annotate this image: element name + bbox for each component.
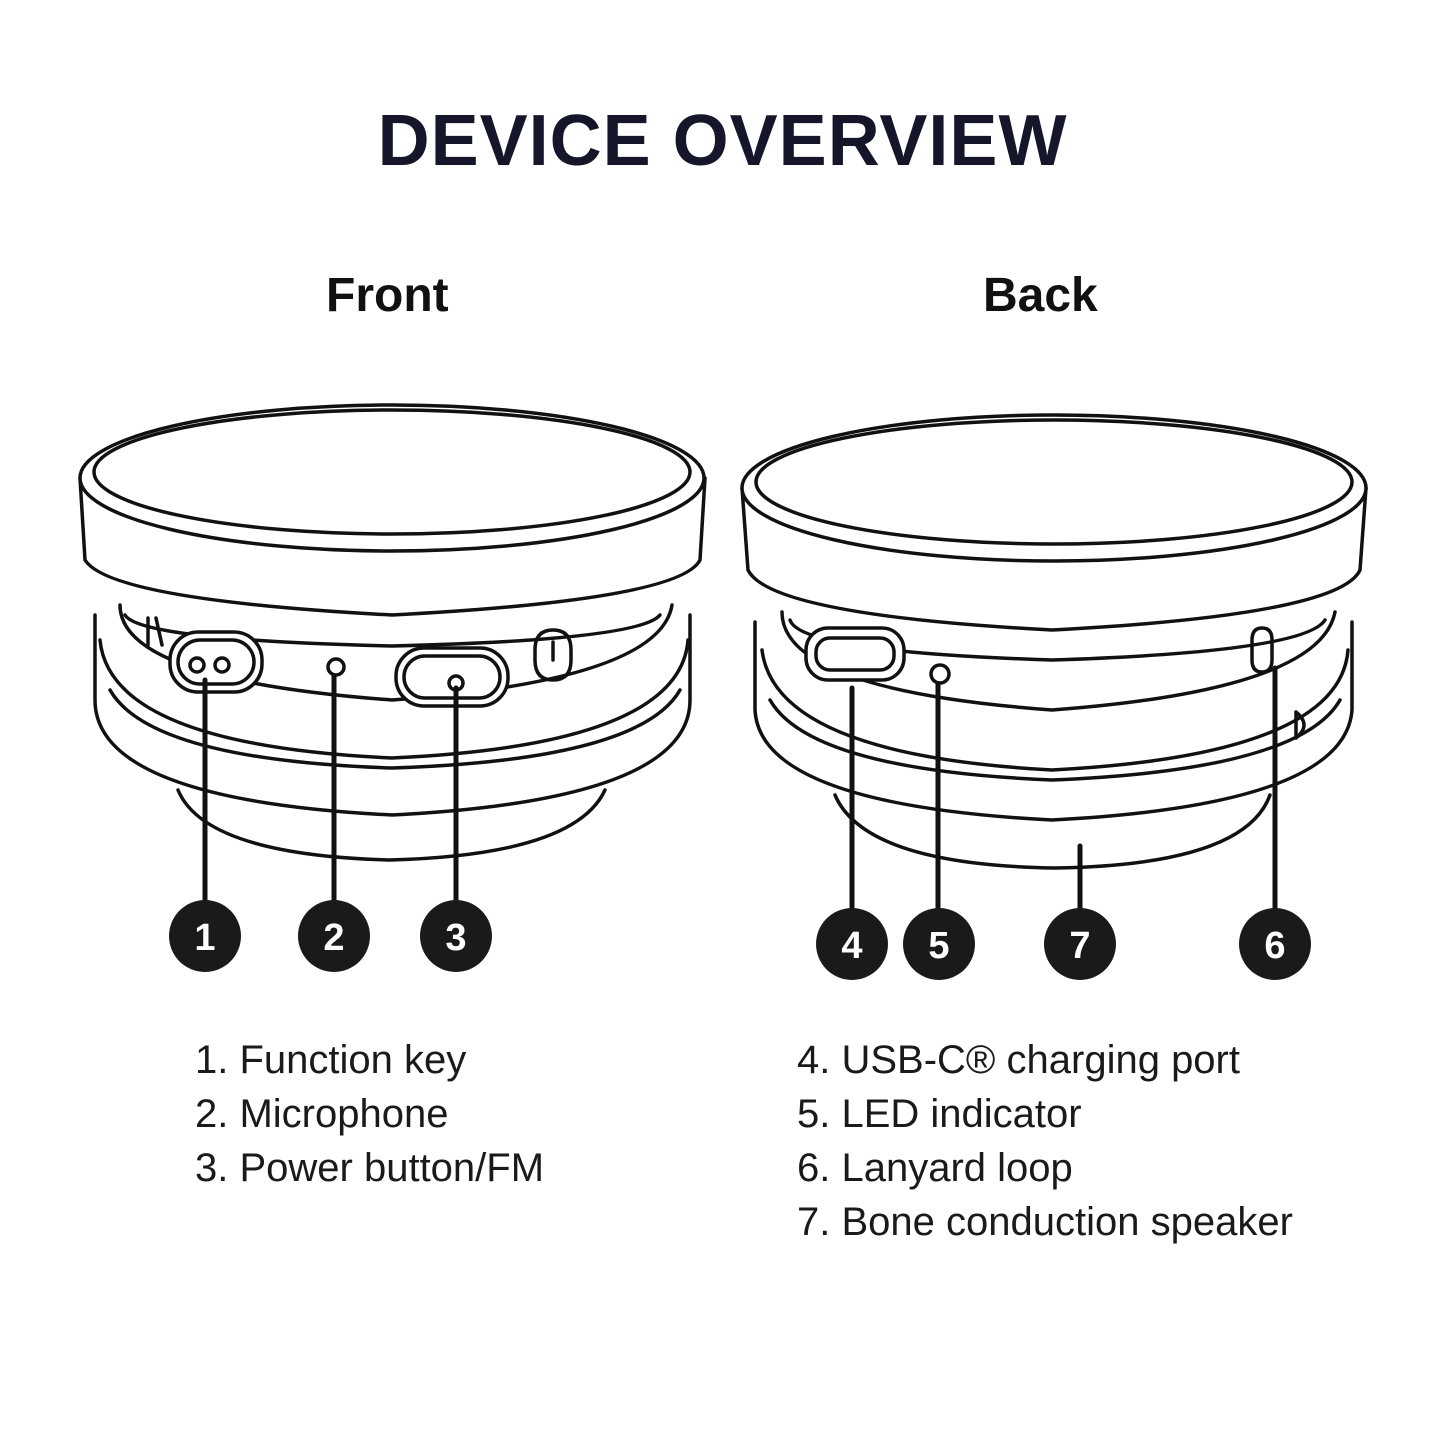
callout-badge-2: 2 [298, 900, 370, 972]
front-bottom-dome [176, 788, 607, 862]
back-lanyard-loop [1250, 626, 1274, 674]
front-housing-rim [98, 638, 690, 760]
svg-text:6: 6 [1264, 925, 1285, 967]
front-microphone-hole [326, 657, 346, 677]
back-led-indicator [929, 663, 951, 685]
front-top-cap-side [78, 476, 707, 617]
callout-badge-6: 6 [1239, 908, 1311, 980]
legend-item-led-indicator: 5. LED indicator [797, 1092, 1082, 1136]
back-device-drawing [740, 413, 1368, 915]
front-top-cap [78, 403, 706, 553]
page-title: DEVICE OVERVIEW [377, 101, 1068, 181]
back-bottom-dome [833, 793, 1272, 870]
front-view-title: Front [326, 269, 449, 322]
back-usb-c-port [804, 626, 906, 682]
legend-item-power-button: 3. Power button/FM [195, 1146, 545, 1190]
back-mark [1294, 710, 1306, 740]
callout-badge-5: 5 [903, 908, 975, 980]
back-top-cap-side [740, 486, 1368, 632]
svg-text:1: 1 [194, 917, 215, 959]
legend-item-bone-conduction-speaker: 7. Bone conduction speaker [797, 1200, 1293, 1244]
callout-badge-4: 4 [816, 908, 888, 980]
front-lower-housing [93, 613, 692, 817]
svg-text:5: 5 [928, 925, 949, 967]
legend-item-microphone: 2. Microphone [195, 1092, 449, 1136]
legend-item-usb-c-port: 4. USB-C® charging port [797, 1038, 1240, 1082]
back-top-cap [740, 413, 1368, 563]
callout-badge-1: 1 [169, 900, 241, 972]
back-lower-housing [753, 620, 1354, 822]
svg-text:7: 7 [1069, 925, 1090, 967]
front-inner-ring [118, 603, 674, 702]
callout-badge-7: 7 [1044, 908, 1116, 980]
back-legend: 4. USB-C® charging port 5. LED indicator… [797, 1033, 1293, 1249]
legend-item-function-key: 1. Function key [195, 1038, 467, 1082]
svg-text:3: 3 [445, 917, 466, 959]
front-legend: 1. Function key 2. Microphone 3. Power b… [195, 1033, 544, 1195]
svg-text:4: 4 [841, 925, 862, 967]
front-power-icon [533, 628, 573, 682]
legend-item-lanyard-loop: 6. Lanyard loop [797, 1146, 1073, 1190]
callout-badge-3: 3 [420, 900, 492, 972]
back-view-title: Back [983, 269, 1098, 322]
svg-text:2: 2 [323, 917, 344, 959]
front-device-drawing [78, 403, 707, 908]
